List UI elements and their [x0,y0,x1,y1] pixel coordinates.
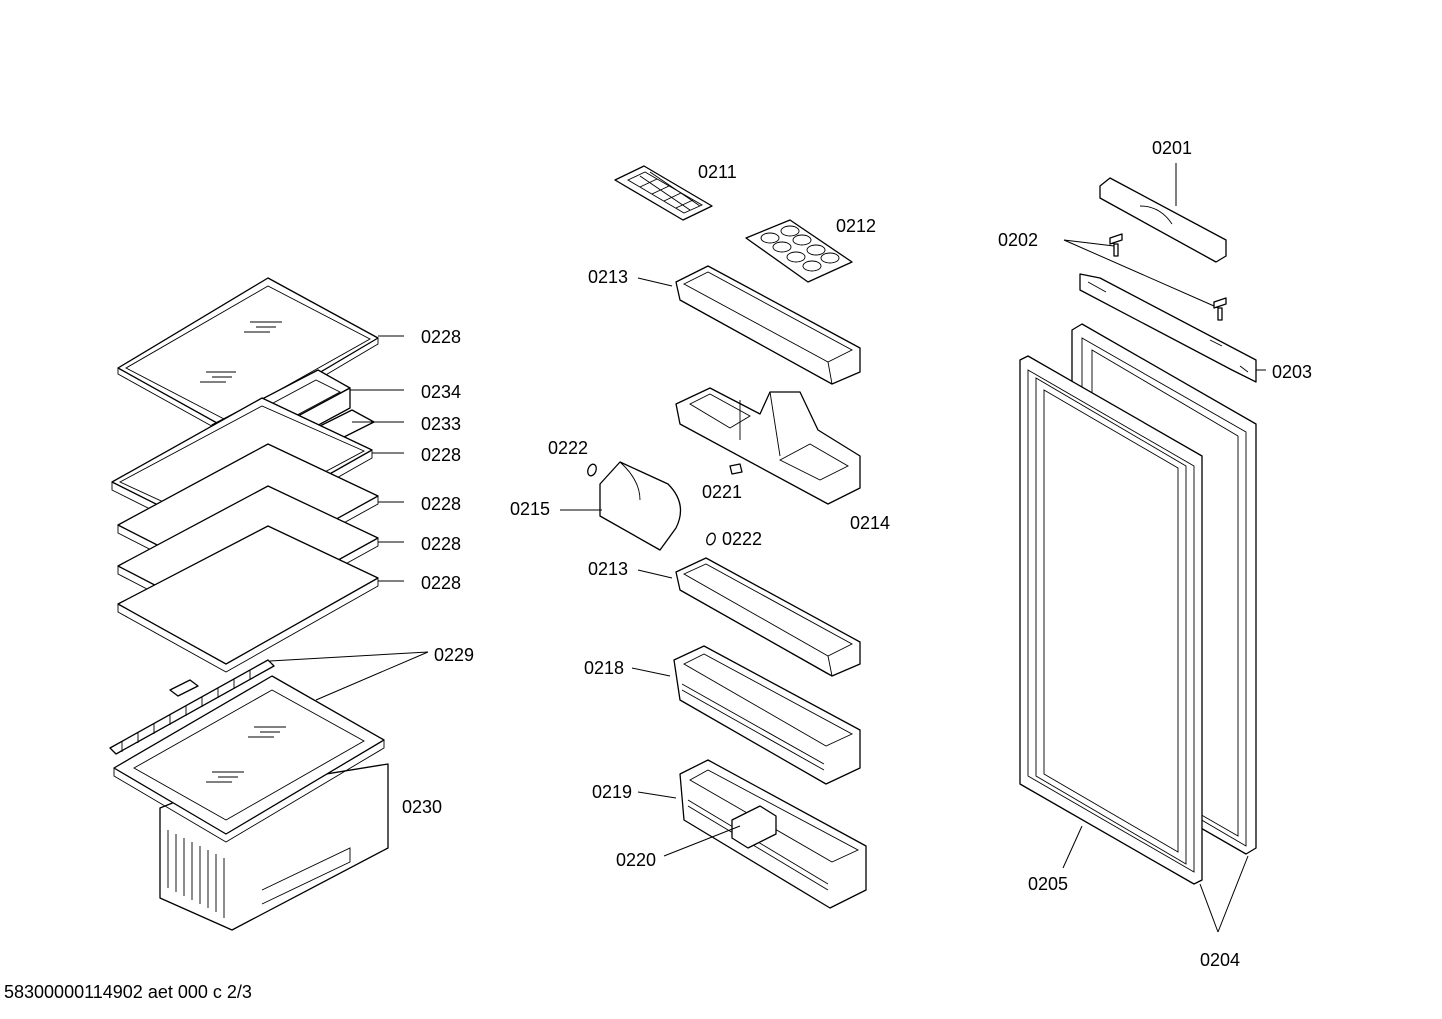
callout-0218: 0218 [584,658,624,678]
callout-0221: 0221 [702,482,742,502]
shelf-assembly [109,277,389,931]
pin-0221 [729,463,743,475]
callout-0228-b: 0228 [421,445,461,465]
callout-0234: 0234 [421,382,461,402]
glass-shelf-5 [117,525,379,673]
callout-0228-e: 0228 [421,573,461,593]
door-bin-middle [675,557,861,677]
door-handle [1099,177,1227,263]
bottle-shelf-0219 [679,759,867,909]
shelf-rail [109,659,275,755]
hinge-bracket [1079,273,1257,383]
door-assembly [1019,177,1257,885]
callout-0222-upper: 0222 [548,438,588,458]
callout-0213-upper: 0213 [588,267,628,287]
callout-0233: 0233 [421,414,461,434]
leader-lines [269,163,1266,933]
callout-0220: 0220 [616,850,656,870]
drawing-number-footer: 58300000114902 aet 000 c 2/3 [4,982,252,1002]
washer-0222-upper [587,463,597,477]
callout-0228-a: 0228 [421,327,461,347]
callout-0215: 0215 [510,499,550,519]
callout-0229: 0229 [434,645,474,665]
door-bin-upper [675,265,861,385]
callout-0228-c: 0228 [421,494,461,514]
callout-0222-lower: 0222 [722,529,762,549]
callout-0219: 0219 [592,782,632,802]
egg-tray [745,219,853,283]
dairy-flap [599,461,682,551]
callout-0203: 0203 [1272,362,1312,382]
callout-0205: 0205 [1028,874,1068,894]
callout-labels: 0201 0202 0203 0204 0205 0211 0212 0213 … [402,138,1312,970]
bottle-rack [675,387,861,505]
screw-upper [1109,233,1123,257]
washer-0222-lower [706,532,716,546]
callout-0201: 0201 [1152,138,1192,158]
callout-0214: 0214 [850,513,890,533]
crisper-drawer [113,675,389,931]
ice-cube-tray [614,165,713,221]
callout-0212: 0212 [836,216,876,236]
callout-0228-d: 0228 [421,534,461,554]
bottle-shelf-0218 [673,645,861,785]
screw-lower [1213,297,1227,321]
callout-0211: 0211 [698,162,737,182]
callout-0204: 0204 [1200,950,1240,970]
callout-0202: 0202 [998,230,1038,250]
callout-0213-lower: 0213 [588,559,628,579]
door-gasket [1019,355,1203,885]
callout-0230: 0230 [402,797,442,817]
door-accessories [587,165,867,909]
